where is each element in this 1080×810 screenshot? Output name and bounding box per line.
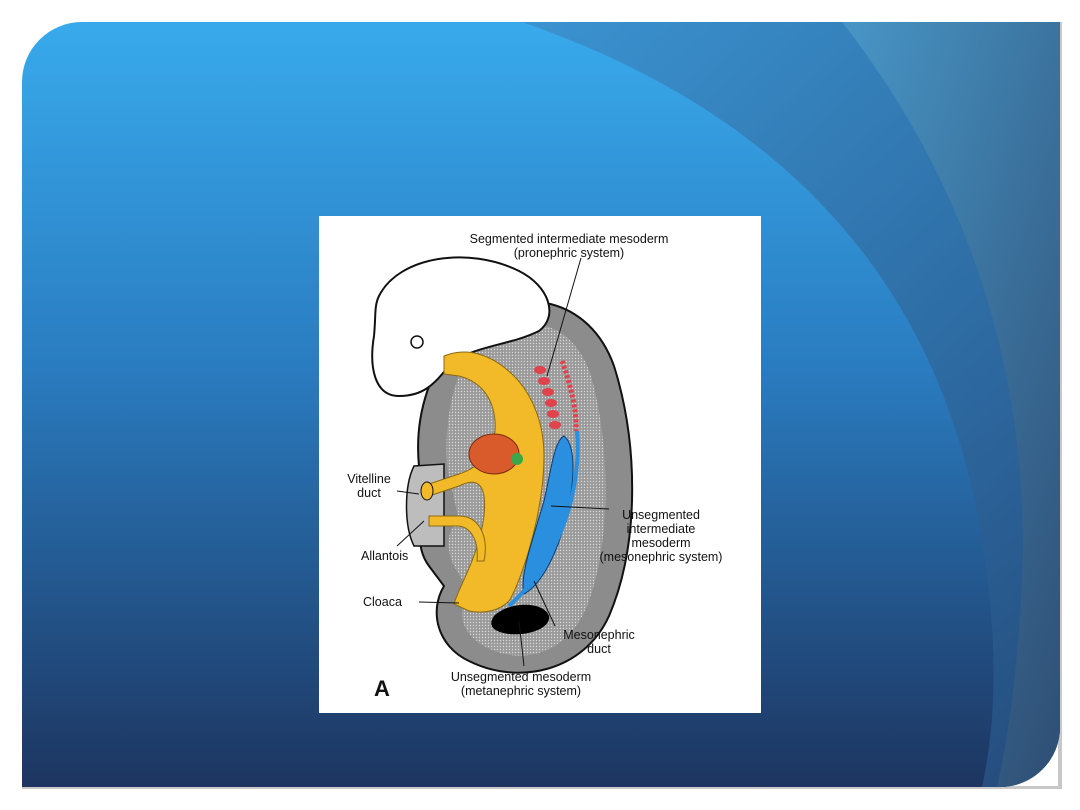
slide-shadow-bottom: [22, 786, 1062, 789]
label-unsegmented-intermediate: Unsegmented intermediate mesoderm (meson…: [599, 508, 723, 564]
mesonephric-mass: [522, 435, 574, 595]
label-vitelline-duct: Vitelline duct: [347, 472, 391, 500]
embryo-figure: Segmented intermediate mesoderm (proneph…: [319, 216, 761, 713]
slide-shadow-right: [1058, 22, 1062, 787]
eye: [410, 335, 424, 349]
label-mesonephric-duct: Mesonephric duct: [563, 628, 635, 656]
allantois-tube: [428, 515, 486, 562]
label-segmented-mesoderm: Segmented intermediate mesoderm (proneph…: [469, 232, 669, 260]
mesonephric-duct-line: [507, 430, 580, 608]
metanephric-blob: [491, 604, 550, 635]
liver: [468, 433, 520, 475]
panel-letter: A: [374, 676, 390, 701]
embryo-illustration: [371, 256, 634, 674]
label-cloaca: Cloaca: [363, 595, 402, 609]
vitelline-stump: [405, 463, 445, 547]
vitelline-opening: [420, 481, 434, 501]
pronephric-stripe: [559, 360, 579, 432]
pronephric-segments: [534, 366, 561, 429]
label-metanephric: Unsegmented mesoderm (metanephric system…: [450, 670, 592, 698]
label-allantois: Allantois: [361, 549, 409, 563]
green-bud: [511, 453, 523, 465]
